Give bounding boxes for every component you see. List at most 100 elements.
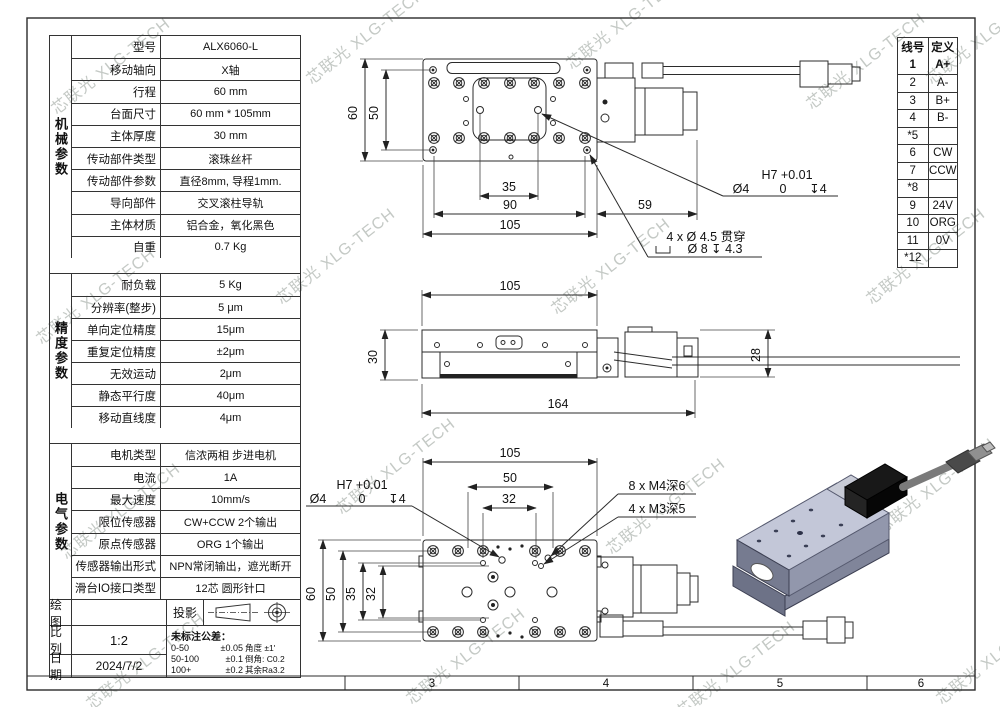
pin-row: *8 xyxy=(898,179,957,197)
draw-label: 绘图 xyxy=(50,597,63,629)
pin-row: *12 xyxy=(898,249,957,267)
pin-number: 2 xyxy=(909,77,916,90)
tolerance-range: 0-50 xyxy=(171,643,190,653)
svg-text:28: 28 xyxy=(749,348,763,362)
tolerance-value: ±0.05 xyxy=(220,643,243,653)
svg-text:59: 59 xyxy=(638,198,652,212)
tolerance-row: 100+±0.2 xyxy=(171,665,243,676)
svg-text:0: 0 xyxy=(780,182,787,196)
section-separator xyxy=(50,258,300,273)
spec-param-name: 重复定位精度 xyxy=(87,346,156,359)
spec-param-value: 30 mm xyxy=(160,125,300,147)
svg-text:105: 105 xyxy=(500,446,521,460)
top-counterbore-callout: 4 x Ø 4.5 贯穿 Ø 8 ↧ 4.3 xyxy=(589,154,762,258)
pin-number: *8 xyxy=(907,182,919,195)
bottom-fit-callout: H7 +0.01 Ø4 0 ↧4 xyxy=(306,478,500,558)
svg-text:↧4: ↧4 xyxy=(388,492,405,506)
pin-number: 9 xyxy=(909,199,916,212)
tolerance-range: 100+ xyxy=(171,665,192,675)
svg-text:32: 32 xyxy=(502,492,516,506)
spec-param-name: 最大速度 xyxy=(110,494,156,507)
spec-param-name: 无效运动 xyxy=(110,368,156,381)
scale-label: 比列 xyxy=(50,625,63,656)
svg-text:32: 32 xyxy=(364,587,378,601)
svg-text:H7 +0.01: H7 +0.01 xyxy=(336,478,387,492)
pin-number: 1 xyxy=(909,59,916,71)
svg-text:Ø4: Ø4 xyxy=(733,182,750,196)
spec-param-name: 分辨率(整步) xyxy=(90,302,156,315)
svg-text:164: 164 xyxy=(548,397,569,411)
pin-row: *5 xyxy=(898,126,958,144)
spec-param-value: X轴 xyxy=(160,59,300,81)
tolerance-range: 50-100 xyxy=(171,654,200,664)
top-view-dimensions: 60 50 35 90 105 59 xyxy=(346,58,698,238)
spec-row: 主体厚度 30 mm xyxy=(72,124,300,147)
spec-param-name: 限位传感器 xyxy=(98,516,157,529)
spec-param-name: 传动部件类型 xyxy=(87,153,156,166)
pin-definition: B+ xyxy=(927,92,958,109)
spec-param-name: 型号 xyxy=(133,42,156,55)
tolerance-value: ±0.1 xyxy=(225,654,243,664)
spec-row: 分辨率(整步)5 μm xyxy=(72,296,300,318)
tolerance-row: 50-100 ±0.1 xyxy=(171,654,243,665)
pin-definition: CCW xyxy=(927,162,958,179)
spec-param-name: 电机类型 xyxy=(110,450,156,463)
spec-param-name: 单向定位精度 xyxy=(87,324,156,337)
svg-text:105: 105 xyxy=(500,279,521,293)
spec-param-value: 铝合金，氧化黑色 xyxy=(160,214,300,236)
spec-row: 重复定位精度±2μm xyxy=(72,340,300,362)
svg-text:↧4: ↧4 xyxy=(809,182,826,196)
spec-param-name: 静态平行度 xyxy=(98,390,157,403)
spec-row: 主体材质铝合金，氧化黑色 xyxy=(72,213,300,236)
svg-text:90: 90 xyxy=(503,198,517,212)
pin-table-header: 线号 定义 xyxy=(898,38,957,56)
spec-param-value: 0.7 Kg xyxy=(160,236,300,258)
pin-definition: A+ xyxy=(927,56,958,74)
pin-number: *5 xyxy=(907,129,919,142)
spec-param-value: 60 mm xyxy=(160,81,300,103)
title-block: 绘图 投影 xyxy=(50,597,300,682)
tolerance-note-line: 倒角: C0.2 xyxy=(245,654,285,664)
spec-row: 传动部件类型滚珠丝杆 xyxy=(72,146,300,170)
spec-param-value: NPN常闭输出，遮光断开 xyxy=(160,555,300,577)
bottom-m4-callout: 8 x M4深6 xyxy=(550,479,696,557)
tolerance-note-line: 角度 ±1' xyxy=(245,643,276,653)
pin-number: 6 xyxy=(909,147,916,160)
spec-param-value: 1A xyxy=(160,467,300,489)
side-view: 105 30 164 28 xyxy=(366,279,960,418)
projection-symbol-cell xyxy=(203,600,300,625)
pin-number: 10 xyxy=(906,217,920,230)
draw-value xyxy=(71,600,166,625)
spec-param-value: 信浓两相 步进电机 xyxy=(160,444,300,467)
spec-param-name: 滑台IO接口类型 xyxy=(74,583,156,596)
date-label: 日期 xyxy=(50,651,63,682)
spec-param-value: 5 Kg xyxy=(160,274,300,296)
spec-param-name: 台面尺寸 xyxy=(110,109,156,122)
svg-text:H7 +0.01: H7 +0.01 xyxy=(761,168,812,182)
spec-row: 导向部件交叉滚柱导轨 xyxy=(72,191,300,214)
spec-param-name: 传动部件参数 xyxy=(87,175,156,188)
spec-param-value: 直径8mm, 导程1mm. xyxy=(160,170,300,192)
pin-definition xyxy=(927,127,958,144)
pin-definition xyxy=(927,250,958,267)
svg-text:50: 50 xyxy=(503,471,517,485)
scale-value: 1:2 xyxy=(71,626,166,654)
spec-param-name: 主体厚度 xyxy=(110,131,156,144)
pin-definition: A- xyxy=(927,75,958,92)
spec-param-value: 交叉滚柱导轨 xyxy=(160,192,300,214)
zone-number: 3 xyxy=(429,678,435,690)
svg-text:4 x M3深5: 4 x M3深5 xyxy=(629,502,686,516)
zone-number: 5 xyxy=(777,678,783,690)
